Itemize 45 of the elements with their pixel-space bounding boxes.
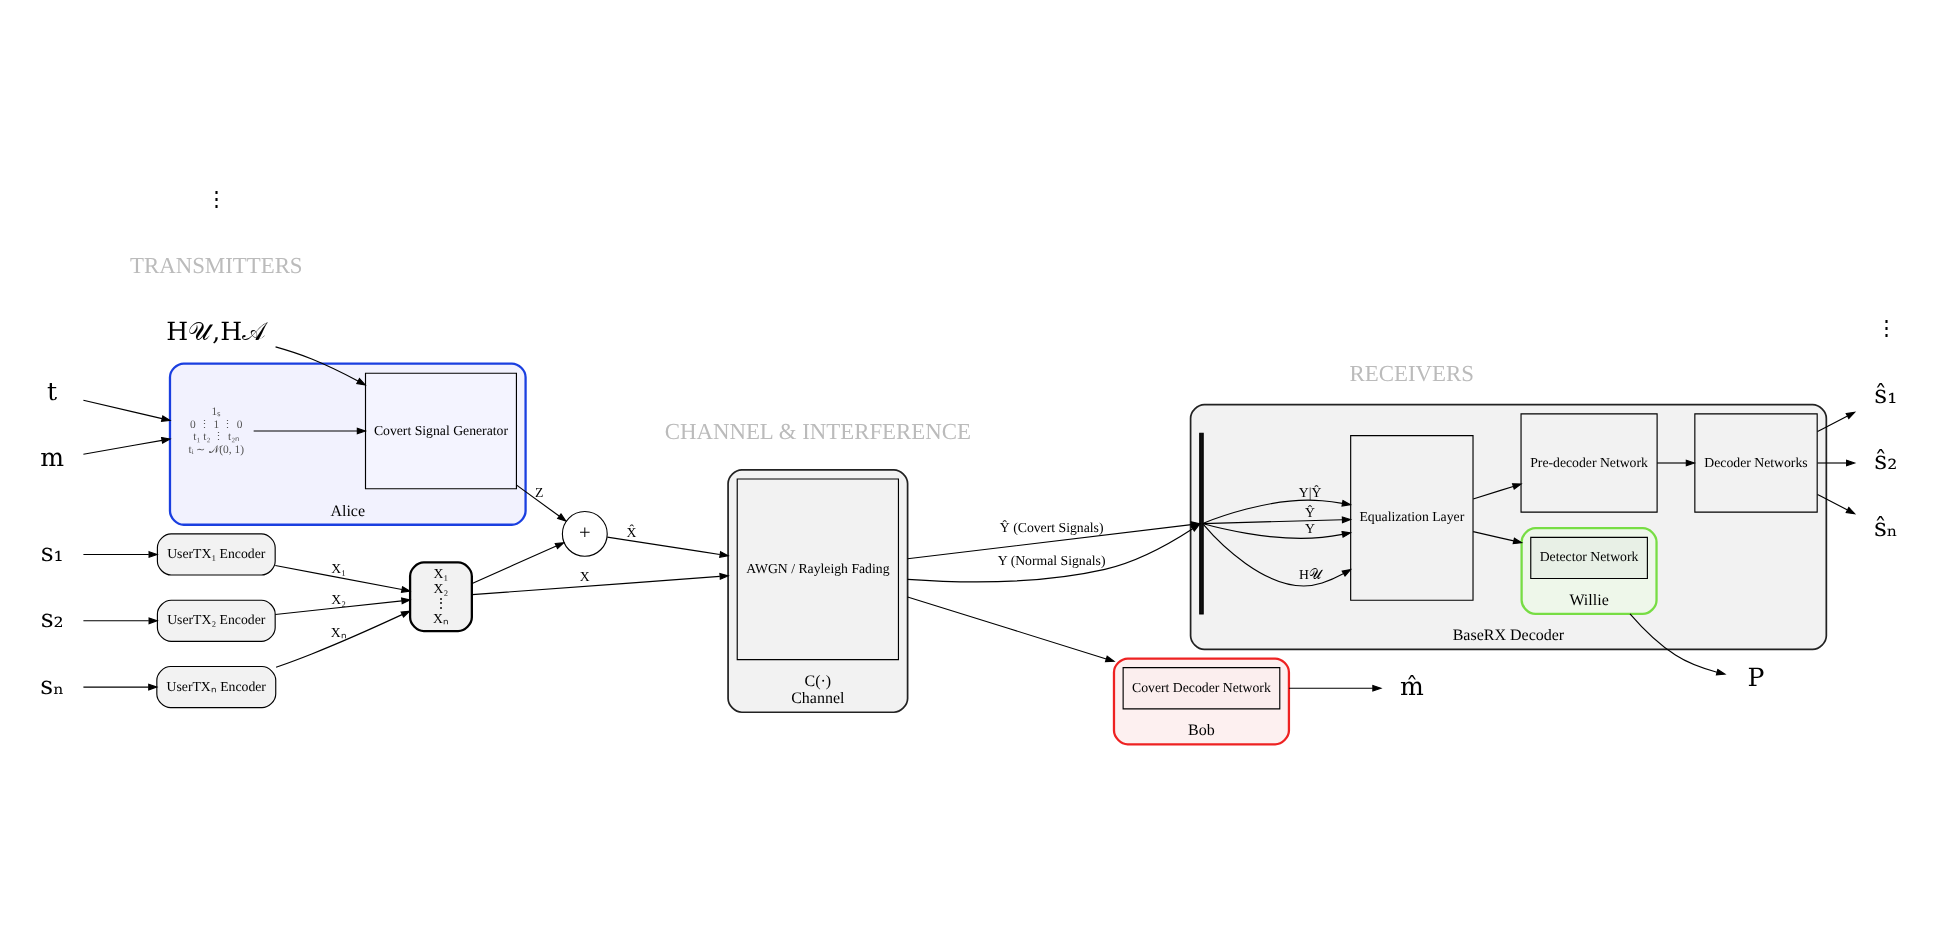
node-text: m̂ — [1399, 669, 1424, 700]
arrow — [253, 426, 368, 434]
arrow — [1629, 612, 1727, 675]
arrow — [1202, 522, 1353, 586]
arrow — [82, 435, 172, 454]
arrow — [1472, 530, 1524, 544]
arrow — [1656, 458, 1697, 466]
node-circle: + — [561, 509, 608, 556]
node-text: ŝ₂ — [1874, 444, 1898, 475]
label: ⋮ — [206, 189, 227, 212]
arrow — [275, 345, 367, 385]
node-bar — [1199, 431, 1204, 614]
label: CHANNEL & INTERFERENCE — [664, 419, 971, 444]
node-text: s₂ — [40, 602, 64, 633]
node-text: s₁ — [40, 535, 64, 566]
arrow — [1816, 492, 1857, 514]
arrow — [82, 549, 159, 558]
arrow — [82, 398, 172, 421]
arrow — [1202, 515, 1353, 524]
arrow — [82, 616, 159, 624]
arrow — [471, 571, 730, 595]
arrow — [907, 595, 1116, 662]
arrow — [1472, 482, 1523, 499]
arrow — [1816, 458, 1857, 466]
node-text: P — [1747, 660, 1765, 691]
node-text: sₙ — [40, 668, 65, 699]
label: RECEIVERS — [1349, 361, 1475, 386]
node-text: ŝₙ — [1873, 510, 1898, 541]
arrow — [606, 535, 730, 557]
arrow — [471, 541, 566, 584]
label: TRANSMITTERS — [129, 254, 303, 279]
arrow — [1288, 683, 1383, 691]
arrow — [1202, 498, 1353, 523]
node-text: m — [40, 440, 65, 471]
arrow — [82, 682, 159, 690]
arrow — [1202, 522, 1353, 538]
arrow — [1816, 410, 1857, 432]
arrow — [274, 563, 412, 593]
node-text: t — [47, 374, 58, 405]
arrow — [274, 596, 412, 615]
node-text: H𝒰,H𝒜 — [166, 315, 267, 346]
node-text: ŝ₁ — [1874, 378, 1898, 409]
label: ⋮ — [1875, 318, 1896, 341]
arrow — [516, 483, 568, 521]
arrow — [275, 609, 412, 667]
